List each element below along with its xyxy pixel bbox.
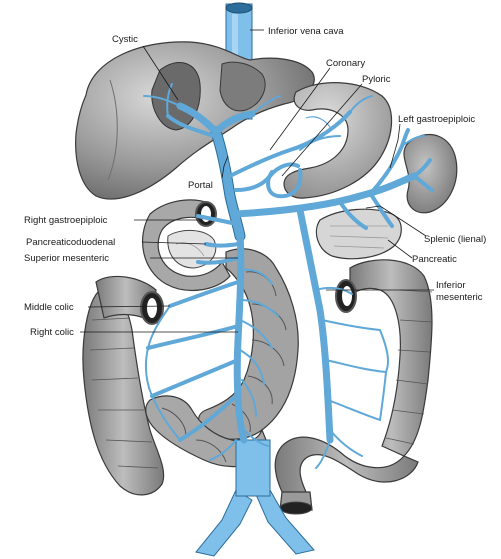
label-right-colic: Right colic [30,327,74,338]
label-inferior-vena-cava: Inferior vena cava [268,26,344,37]
colon [82,259,433,515]
label-right-gastroepiploic: Right gastroepiploic [24,215,108,226]
portal-vein-system [143,83,434,469]
labels: Cystic Inferior vena cava Coronary Pylor… [24,26,486,338]
label-inferior-mesenteric-line2: mesenteric [436,292,483,303]
label-pancreaticoduodenal: Pancreaticoduodenal [26,237,115,248]
label-superior-mesenteric: Superior mesenteric [24,253,109,264]
label-inferior-mesenteric-line1: Inferior [436,280,466,291]
label-pyloric: Pyloric [362,74,391,85]
spleen [403,133,458,214]
label-left-gastroepiploic: Left gastroepiploic [398,114,475,125]
label-cystic: Cystic [112,34,138,45]
label-portal: Portal [188,180,213,191]
label-middle-colic: Middle colic [24,302,74,313]
label-pancreatic: Pancreatic [412,254,457,265]
pancreas [167,208,402,269]
leader-lines [80,29,434,333]
iliac-veins [195,439,315,557]
label-coronary: Coronary [326,58,365,69]
label-splenic: Splenic (lienal) [424,234,486,245]
liver [75,41,315,200]
